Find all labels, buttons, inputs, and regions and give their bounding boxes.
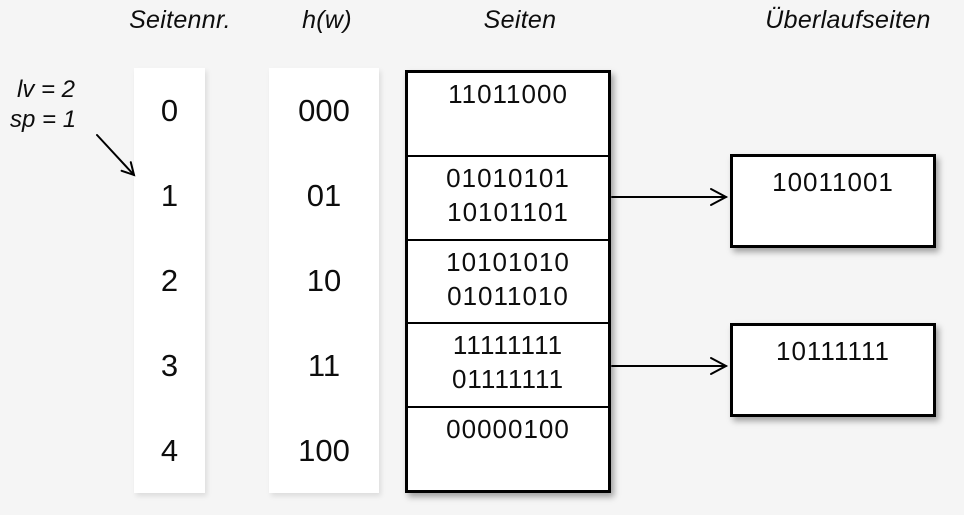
page-cell-3: 11111111 01111111 xyxy=(408,324,608,409)
page-cell-1: 01010101 10101101 xyxy=(408,157,608,241)
header-seiten: Seiten xyxy=(483,6,557,34)
record-value: 10111111 xyxy=(775,336,891,366)
hash-value-cell: 100 xyxy=(298,432,350,468)
record-value: 01011010 xyxy=(447,280,569,311)
page-number-cell: 0 xyxy=(160,92,179,128)
hash-value-cell: 01 xyxy=(306,177,342,213)
record-value: 11111111 xyxy=(452,330,564,361)
overflow-page-bucket-3: 10111111 xyxy=(730,323,936,417)
overflow-page-bucket-1: 10011001 xyxy=(730,154,936,248)
header-seitennr: Seitennr. xyxy=(129,6,231,34)
record-value: 10011001 xyxy=(772,167,894,197)
hash-value-cell: 10 xyxy=(306,262,342,298)
split-pointer-arrow-icon xyxy=(96,134,136,177)
header-hash-function: h(w) xyxy=(302,6,352,34)
page-number-cell: 2 xyxy=(160,262,179,298)
record-value: 01010101 xyxy=(446,162,570,193)
page-number-cell: 3 xyxy=(160,347,179,383)
record-value: 11011000 xyxy=(448,79,568,109)
record-value: 10101010 xyxy=(446,246,570,277)
page-cell-4: 00000100 xyxy=(408,408,608,490)
hash-value-cell: 000 xyxy=(298,92,350,128)
hash-value-column: 000 01 10 11 100 xyxy=(269,68,379,493)
primary-pages-box: 11011000 01010101 10101101 10101010 0101… xyxy=(405,70,611,493)
page-number-cell: 1 xyxy=(160,177,179,213)
page-cell-2: 10101010 01011010 xyxy=(408,241,608,325)
overflow-arrow-bucket-1-icon xyxy=(611,188,729,206)
page-number-cell: 4 xyxy=(160,432,179,468)
page-cell-0: 11011000 xyxy=(408,73,608,157)
record-value: 00000100 xyxy=(446,414,570,445)
record-value: 01111111 xyxy=(451,364,565,395)
overflow-arrow-bucket-3-icon xyxy=(611,357,729,375)
record-value: 10101101 xyxy=(447,196,569,227)
split-pointer-annotation: sp = 1 xyxy=(10,106,77,133)
level-annotation: lv = 2 xyxy=(17,76,76,103)
header-ueberlaufseiten: Überlaufseiten xyxy=(765,6,931,34)
hash-value-cell: 11 xyxy=(307,347,341,383)
page-number-column: 0 1 2 3 4 xyxy=(134,68,205,493)
